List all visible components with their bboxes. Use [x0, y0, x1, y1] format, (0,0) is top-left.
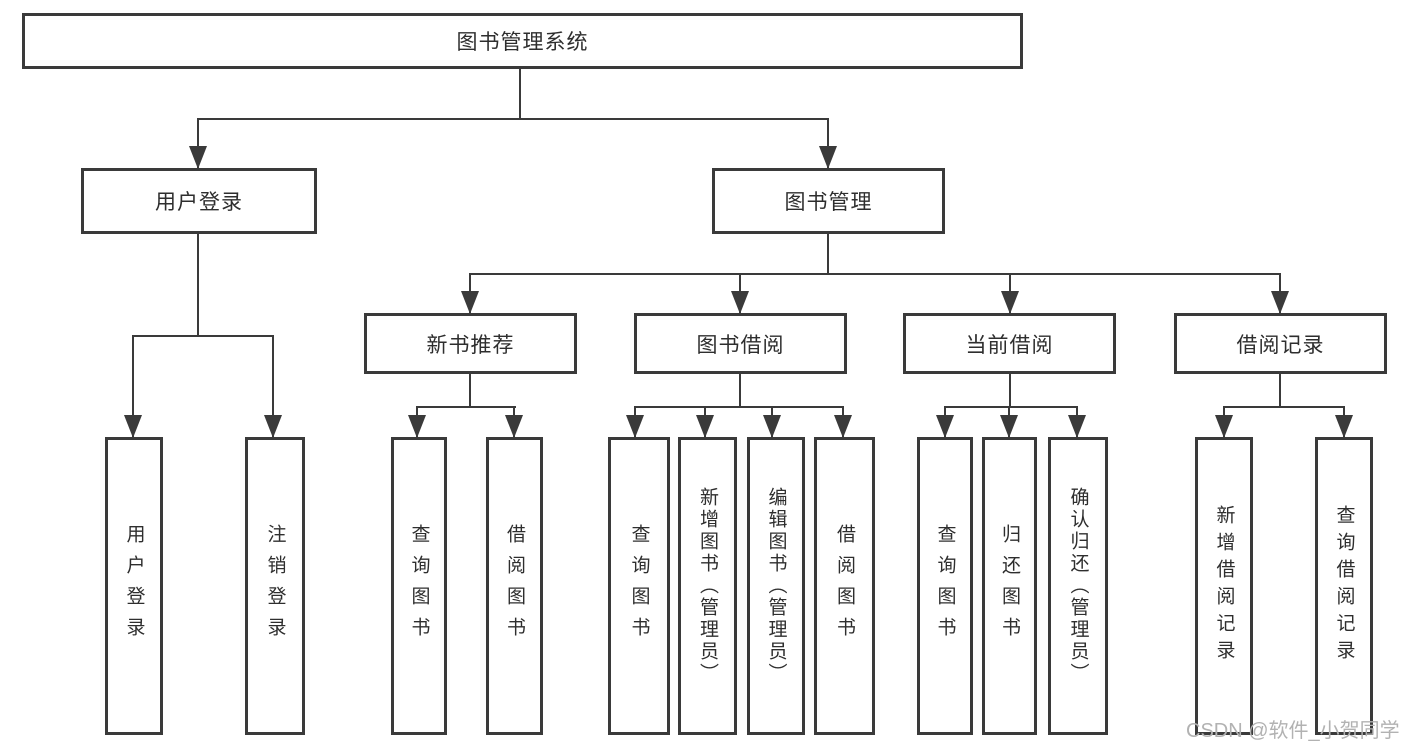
connector-level1-rail — [197, 118, 829, 120]
leaf-cb-query-books: 查询图书 — [917, 437, 973, 735]
connector-book-borrow-stem — [739, 374, 741, 406]
leaf-logout-label: 注销登录 — [264, 524, 286, 648]
connector-arrow-bb-query — [634, 406, 636, 437]
node-borrow-records-label: 借阅记录 — [1236, 333, 1325, 357]
connector-root-stem — [519, 68, 521, 119]
connector-arrow-bb-borrow — [842, 406, 844, 437]
leaf-nb-borrow-books: 借阅图书 — [486, 437, 543, 735]
connector-arrow-cb-query — [944, 406, 946, 437]
node-new-book-recommend-label: 新书推荐 — [426, 333, 515, 357]
connector-arrow-current-borrow — [1009, 273, 1011, 313]
node-current-borrow: 当前借阅 — [903, 313, 1116, 374]
connector-current-borrow-rail — [944, 406, 1078, 408]
leaf-user-login-label: 用户登录 — [123, 524, 145, 648]
leaf-nb-query-books-label: 查询图书 — [408, 524, 430, 648]
connector-arrow-br-query — [1343, 406, 1345, 437]
leaf-bb-query-books: 查询图书 — [608, 437, 670, 735]
leaf-br-add-record: 新增借阅记录 — [1195, 437, 1253, 735]
connector-user-login-stem — [197, 234, 199, 335]
leaf-br-query-record-label: 查询借阅记录 — [1333, 505, 1355, 667]
node-root-label: 图书管理系统 — [456, 31, 589, 54]
node-book-management-label: 图书管理 — [784, 191, 873, 214]
leaf-bb-edit-books-admin-label: 编辑图书（管理员） — [765, 487, 787, 685]
connector-arrow-bb-add — [704, 406, 706, 437]
node-book-borrow-label: 图书借阅 — [696, 333, 785, 357]
connector-new-book-stem — [469, 374, 471, 406]
connector-arrow-br-add — [1223, 406, 1225, 437]
leaf-cb-return-books-label: 归还图书 — [999, 524, 1020, 648]
leaf-cb-query-books-label: 查询图书 — [934, 524, 956, 648]
connector-arrow-cb-confirm — [1076, 406, 1078, 437]
connector-arrow-book-borrow — [739, 273, 741, 313]
connector-book-management-rail — [469, 273, 1281, 275]
leaf-br-add-record-label: 新增借阅记录 — [1213, 505, 1235, 667]
node-book-borrow: 图书借阅 — [634, 313, 847, 374]
node-user-login-label: 用户登录 — [155, 191, 243, 214]
connector-book-management-stem — [827, 234, 829, 273]
leaf-br-query-record: 查询借阅记录 — [1315, 437, 1373, 735]
leaf-bb-borrow-books-label: 借阅图书 — [834, 524, 855, 648]
connector-arrow-nb-query — [416, 406, 418, 437]
csdn-watermark: CSDN @软件_小贺同学 — [1186, 720, 1400, 742]
leaf-nb-query-books: 查询图书 — [391, 437, 447, 735]
connector-current-borrow-stem — [1009, 374, 1011, 406]
node-user-login: 用户登录 — [81, 168, 317, 234]
connector-arrow-leaf-logout — [272, 335, 274, 437]
connector-arrow-cb-return — [1008, 406, 1010, 437]
leaf-cb-confirm-return-admin: 确认归还（管理员） — [1048, 437, 1108, 735]
leaf-cb-return-books: 归还图书 — [982, 437, 1037, 735]
connector-book-borrow-rail — [634, 406, 844, 408]
leaf-bb-add-books-admin: 新增图书（管理员） — [678, 437, 737, 735]
leaf-bb-add-books-admin-label: 新增图书（管理员） — [697, 487, 718, 685]
node-root: 图书管理系统 — [22, 13, 1023, 69]
connector-borrow-records-stem — [1279, 374, 1281, 406]
connector-arrow-user-login — [197, 118, 199, 168]
leaf-nb-borrow-books-label: 借阅图书 — [504, 524, 525, 648]
connector-arrow-bb-edit — [771, 406, 773, 437]
leaf-cb-confirm-return-admin-label: 确认归还（管理员） — [1067, 487, 1089, 685]
leaf-bb-borrow-books: 借阅图书 — [814, 437, 875, 735]
node-new-book-recommend: 新书推荐 — [364, 313, 577, 374]
connector-new-book-rail — [416, 406, 516, 408]
leaf-logout: 注销登录 — [245, 437, 305, 735]
connector-arrow-book-management — [827, 118, 829, 168]
connector-arrow-leaf-login — [132, 335, 134, 437]
node-borrow-records: 借阅记录 — [1174, 313, 1387, 374]
leaf-bb-edit-books-admin: 编辑图书（管理员） — [747, 437, 805, 735]
connector-borrow-records-rail — [1223, 406, 1345, 408]
connector-user-login-rail — [132, 335, 274, 337]
node-book-management: 图书管理 — [712, 168, 945, 234]
connector-arrow-nb-borrow — [513, 406, 515, 437]
node-current-borrow-label: 当前借阅 — [965, 333, 1054, 357]
connector-arrow-borrow-records — [1279, 273, 1281, 313]
connector-arrow-new-book — [469, 273, 471, 313]
leaf-user-login: 用户登录 — [105, 437, 163, 735]
leaf-bb-query-books-label: 查询图书 — [628, 524, 650, 648]
